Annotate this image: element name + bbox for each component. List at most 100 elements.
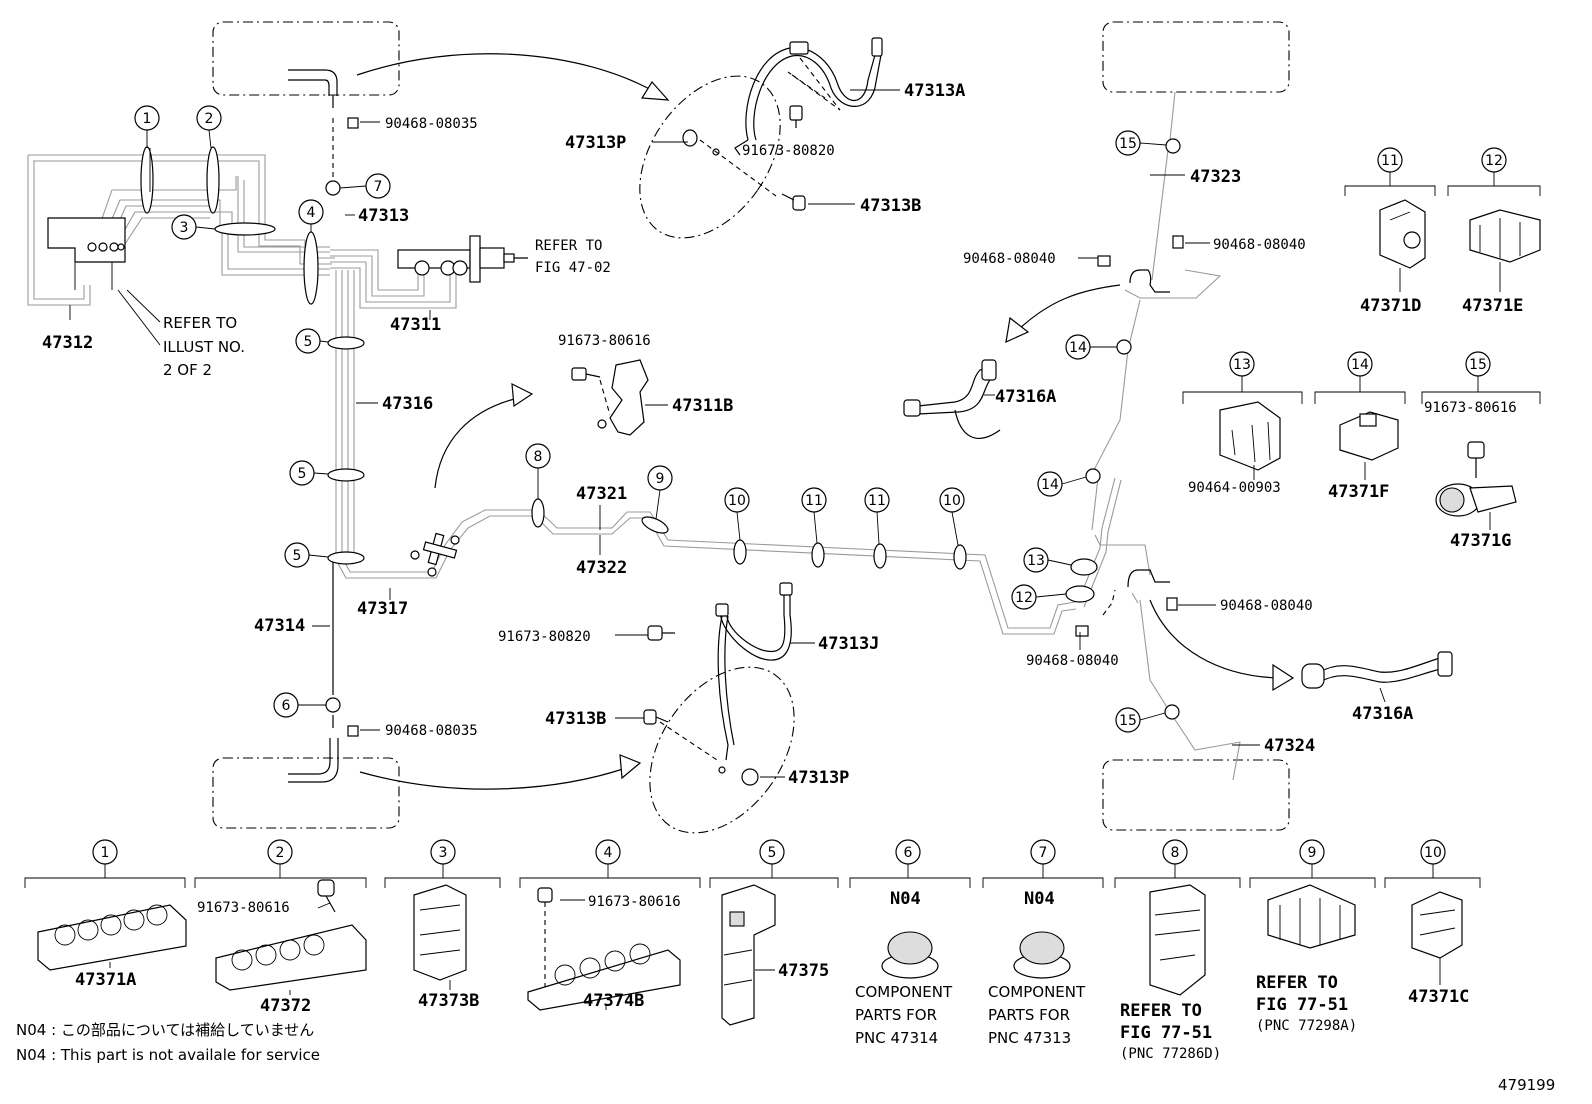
proportioning-valve [397, 235, 528, 283]
callout-1-b: 1 [92, 839, 118, 865]
callout-6-a: 6 [273, 692, 299, 718]
callout-5-a: 5 [295, 328, 321, 354]
ref-box-bottom-right [1102, 759, 1290, 831]
svg-text:1: 1 [101, 845, 110, 861]
callout-15-b: 15 [1115, 707, 1141, 733]
callout-5-d: 5 [759, 839, 785, 865]
label-47316A-top: 47316A [995, 387, 1056, 407]
callout-14-a: 14 [1065, 334, 1091, 360]
hose-47316A-bottom [1301, 651, 1453, 689]
label-47317: 47317 [357, 599, 408, 619]
refer-fig-47-02-l2: FIG 47-02 [535, 260, 611, 276]
refer-illust-l2: ILLUST NO. [163, 338, 245, 356]
refer-illust-l3: 2 OF 2 [163, 361, 212, 379]
callout-14-r: 14 [1347, 351, 1373, 377]
svg-text:15: 15 [1119, 713, 1137, 729]
label-47316: 47316 [382, 394, 433, 414]
svg-text:REFER TO: REFER TO [1120, 1001, 1202, 1021]
item-47375 [721, 884, 776, 1026]
label-47375: 47375 [778, 961, 829, 981]
catalog-brackets [24, 172, 1541, 888]
label-90464-00903: 90464-00903 [1188, 480, 1281, 496]
callout-1-a: 1 [134, 105, 160, 131]
label-47311: 47311 [390, 315, 441, 335]
callout-5-c: 5 [284, 542, 310, 568]
item-90464-00903 [1219, 401, 1281, 471]
callout-7-b: 7 [1030, 839, 1056, 865]
refer-illust-l1: REFER TO [163, 314, 237, 332]
svg-text:8: 8 [534, 449, 543, 465]
label-47312: 47312 [42, 333, 93, 353]
label-47313B-bot: 47313B [545, 709, 606, 729]
hardware [347, 105, 1184, 786]
svg-text:6: 6 [282, 698, 291, 714]
svg-text:(PNC 77298A): (PNC 77298A) [1256, 1018, 1357, 1034]
bottom-text-blocks: COMPONENT PARTS FOR PNC 47314 COMPONENT … [855, 973, 1357, 1062]
item-47371F [1339, 411, 1399, 461]
svg-text:3: 3 [180, 220, 189, 236]
callout-10-c: 10 [1420, 839, 1446, 865]
item-47374B [527, 887, 681, 1011]
label-91673-80820-top: 91673-80820 [742, 143, 835, 159]
callout-2-b: 2 [267, 839, 293, 865]
label-47371E: 47371E [1462, 296, 1523, 316]
svg-text:14: 14 [1069, 340, 1087, 356]
callout-12-r: 12 [1481, 147, 1507, 173]
callouts: 1 2 3 4 7 5 5 5 6 8 9 10 11 11 10 13 12 … [92, 105, 1507, 865]
label-91673-80616-b4: 91673-80616 [588, 894, 681, 910]
part-numbers: 47313A 47313P 91673-80820 47313B 90468-0… [42, 81, 1523, 1016]
callout-14-b: 14 [1037, 471, 1063, 497]
item-clip-8 [1149, 884, 1206, 996]
label-90468-08035-bot: 90468-08035 [385, 723, 478, 739]
svg-text:5: 5 [293, 548, 302, 564]
svg-text:11: 11 [1381, 153, 1399, 169]
label-91673-80616-r: 91673-80616 [1424, 400, 1517, 416]
item-n04-a [881, 931, 939, 979]
hose-47313A [734, 37, 883, 156]
callout-6-b: 6 [895, 839, 921, 865]
svg-text:9: 9 [656, 471, 665, 487]
hose-47316A-top [903, 359, 1001, 439]
label-47324: 47324 [1264, 736, 1315, 756]
ref-box-bottom-left [212, 757, 400, 829]
label-47313: 47313 [358, 206, 409, 226]
svg-text:9: 9 [1308, 845, 1317, 861]
svg-text:14: 14 [1351, 357, 1369, 373]
svg-text:FIG 77-51: FIG 77-51 [1256, 995, 1348, 1015]
svg-text:COMPONENT: COMPONENT [988, 983, 1086, 1001]
label-n04-b: N04 [1024, 889, 1055, 909]
svg-text:12: 12 [1015, 590, 1033, 606]
callout-9-a: 9 [647, 465, 673, 491]
svg-text:10: 10 [943, 493, 961, 509]
svg-text:13: 13 [1233, 357, 1251, 373]
svg-text:10: 10 [1424, 845, 1442, 861]
svg-text:PNC 47314: PNC 47314 [855, 1029, 938, 1047]
label-47313P-top: 47313P [565, 133, 626, 153]
callout-15-a: 15 [1115, 130, 1141, 156]
svg-text:6: 6 [904, 845, 913, 861]
svg-text:10: 10 [728, 493, 746, 509]
callout-15-r: 15 [1465, 351, 1491, 377]
callout-13-r: 13 [1229, 351, 1255, 377]
label-47374B: 47374B [583, 991, 644, 1011]
note-japanese: N04 : この部品については補給していません [16, 1021, 314, 1039]
callout-3-b: 3 [430, 839, 456, 865]
svg-text:15: 15 [1469, 357, 1487, 373]
svg-text:5: 5 [298, 466, 307, 482]
leader-lines [69, 89, 1501, 1010]
svg-text:11: 11 [805, 493, 823, 509]
refer-fig-47-02-l1: REFER TO [535, 238, 602, 254]
svg-text:1: 1 [143, 111, 152, 127]
label-47311B: 47311B [672, 396, 733, 416]
svg-text:COMPONENT: COMPONENT [855, 983, 953, 1001]
rear-brake-tubes [420, 477, 1122, 635]
svg-text:PARTS FOR: PARTS FOR [988, 1006, 1070, 1024]
callout-11-b: 11 [864, 487, 890, 513]
label-47371G: 47371G [1450, 531, 1511, 551]
callout-3-a: 3 [171, 214, 197, 240]
svg-text:(PNC 77286D): (PNC 77286D) [1120, 1046, 1221, 1062]
item-47371E [1469, 209, 1541, 263]
label-47371D: 47371D [1360, 296, 1421, 316]
svg-text:13: 13 [1027, 553, 1045, 569]
callout-13-a: 13 [1023, 547, 1049, 573]
